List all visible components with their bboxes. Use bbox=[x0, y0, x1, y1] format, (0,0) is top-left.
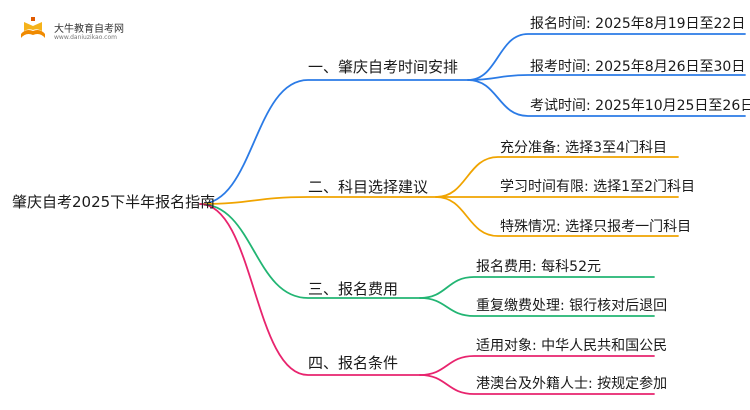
leaf-connector bbox=[419, 297, 655, 317]
leaf-eligible-persons: 适用对象: 中华人民共和国公民 bbox=[476, 338, 668, 354]
leaf-connector bbox=[419, 276, 655, 299]
logo-url: www.daniuzikao.com bbox=[54, 34, 117, 41]
branch-label-fees: 三、报名费用 bbox=[308, 280, 399, 298]
branch-connector bbox=[199, 196, 437, 205]
branch-connector bbox=[199, 203, 421, 299]
branch-label-requirements: 四、报名条件 bbox=[308, 354, 399, 372]
branch-label-schedule: 一、肇庆自考时间安排 bbox=[308, 58, 459, 76]
leaf-exam-time: 考试时间: 2025年10月25日至26日 bbox=[530, 98, 750, 114]
leaf-connector bbox=[435, 156, 679, 198]
leaf-registration-fee: 报名费用: 每科52元 bbox=[476, 259, 601, 275]
leaf-limited-time: 学习时间有限: 选择1至2门科目 bbox=[500, 179, 695, 195]
leaf-connector bbox=[467, 79, 746, 117]
branch-label-subjects: 二、科目选择建议 bbox=[308, 178, 429, 196]
leaf-registration-time: 报名时间: 2025年8月19日至22日 bbox=[530, 16, 746, 32]
leaf-full-preparation: 充分准备: 选择3至4门科目 bbox=[500, 140, 667, 156]
book-icon bbox=[21, 17, 45, 38]
leaf-overseas-persons: 港澳台及外籍人士: 按规定参加 bbox=[476, 376, 668, 392]
leaf-connector bbox=[419, 355, 655, 376]
leaf-connector bbox=[435, 196, 679, 237]
branch-connector bbox=[199, 203, 421, 376]
logo-title: 大牛教育自考网 bbox=[54, 24, 124, 35]
root-node-label: 肇庆自考2025下半年报名指南 bbox=[12, 193, 216, 211]
leaf-duplicate-payment: 重复缴费处理: 银行核对后退回 bbox=[476, 298, 668, 314]
leaf-application-time: 报考时间: 2025年8月26日至30日 bbox=[530, 59, 746, 75]
leaf-special-case: 特殊情况: 选择只报考一门科目 bbox=[500, 219, 692, 235]
leaf-connector bbox=[467, 33, 746, 81]
leaf-connector bbox=[467, 74, 746, 81]
branch-connector bbox=[199, 79, 469, 205]
site-logo: 大牛教育自考网 www.daniuzikao.com bbox=[18, 14, 158, 48]
leaf-connector bbox=[419, 374, 655, 395]
